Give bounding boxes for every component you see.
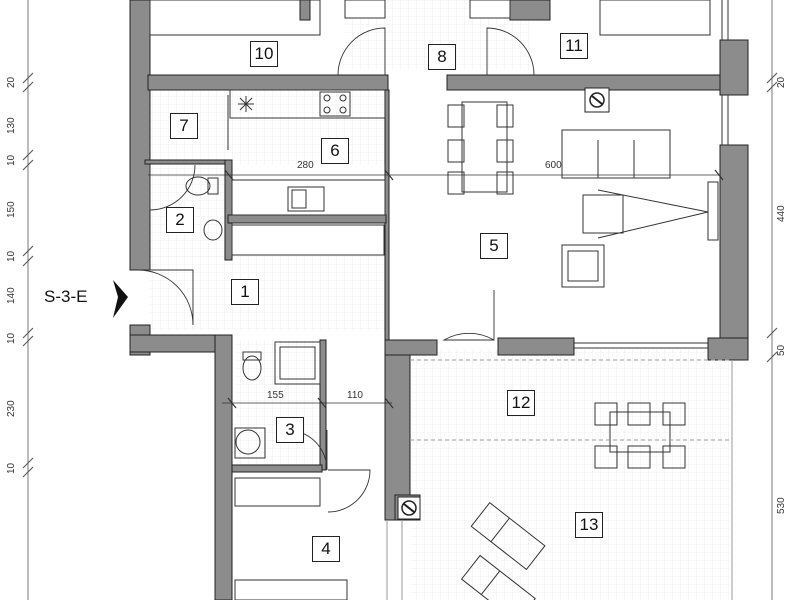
inner-dimensions: [148, 169, 724, 409]
dim-left-8: 230: [6, 400, 17, 417]
room-label-5: 5: [480, 233, 508, 259]
room-label-13: 13: [575, 512, 603, 538]
room-label-3: 3: [276, 417, 304, 443]
dim-right-4: 530: [776, 497, 787, 514]
dim-left-1: 20: [6, 76, 17, 88]
dim-right-3: 50: [776, 344, 787, 356]
entry-arrow-icon: [113, 280, 128, 318]
dim-left-6: 140: [6, 287, 17, 304]
dim-right-2: 440: [776, 205, 787, 222]
dim-110: 110: [347, 390, 363, 401]
dim-left-2: 130: [6, 117, 17, 134]
room-label-10: 10: [250, 41, 278, 67]
room-label-2: 2: [166, 207, 194, 233]
dim-left-9: 10: [6, 462, 17, 474]
chimney-symbols: [397, 87, 610, 520]
room-label-6: 6: [321, 138, 349, 164]
dim-280: 280: [297, 160, 314, 171]
tiled-floors: [150, 0, 730, 600]
room-label-7: 7: [170, 113, 198, 139]
dimension-rulers: [22, 0, 778, 600]
room-label-1: 1: [231, 279, 259, 305]
dim-left-4: 150: [6, 201, 17, 218]
dim-right-1: 20: [776, 76, 787, 88]
room-label-12: 12: [507, 390, 535, 416]
fixtures: [149, 0, 733, 600]
room-label-11: 11: [560, 33, 588, 59]
room-label-8: 8: [428, 44, 456, 70]
entry-label: S-3-E: [44, 287, 88, 306]
dim-left-5: 10: [6, 250, 17, 262]
dim-left-3: 10: [6, 154, 17, 166]
dim-600: 600: [545, 160, 562, 171]
dim-155: 155: [267, 390, 284, 401]
room-label-4: 4: [312, 536, 340, 562]
dim-left-7: 10: [6, 332, 17, 344]
